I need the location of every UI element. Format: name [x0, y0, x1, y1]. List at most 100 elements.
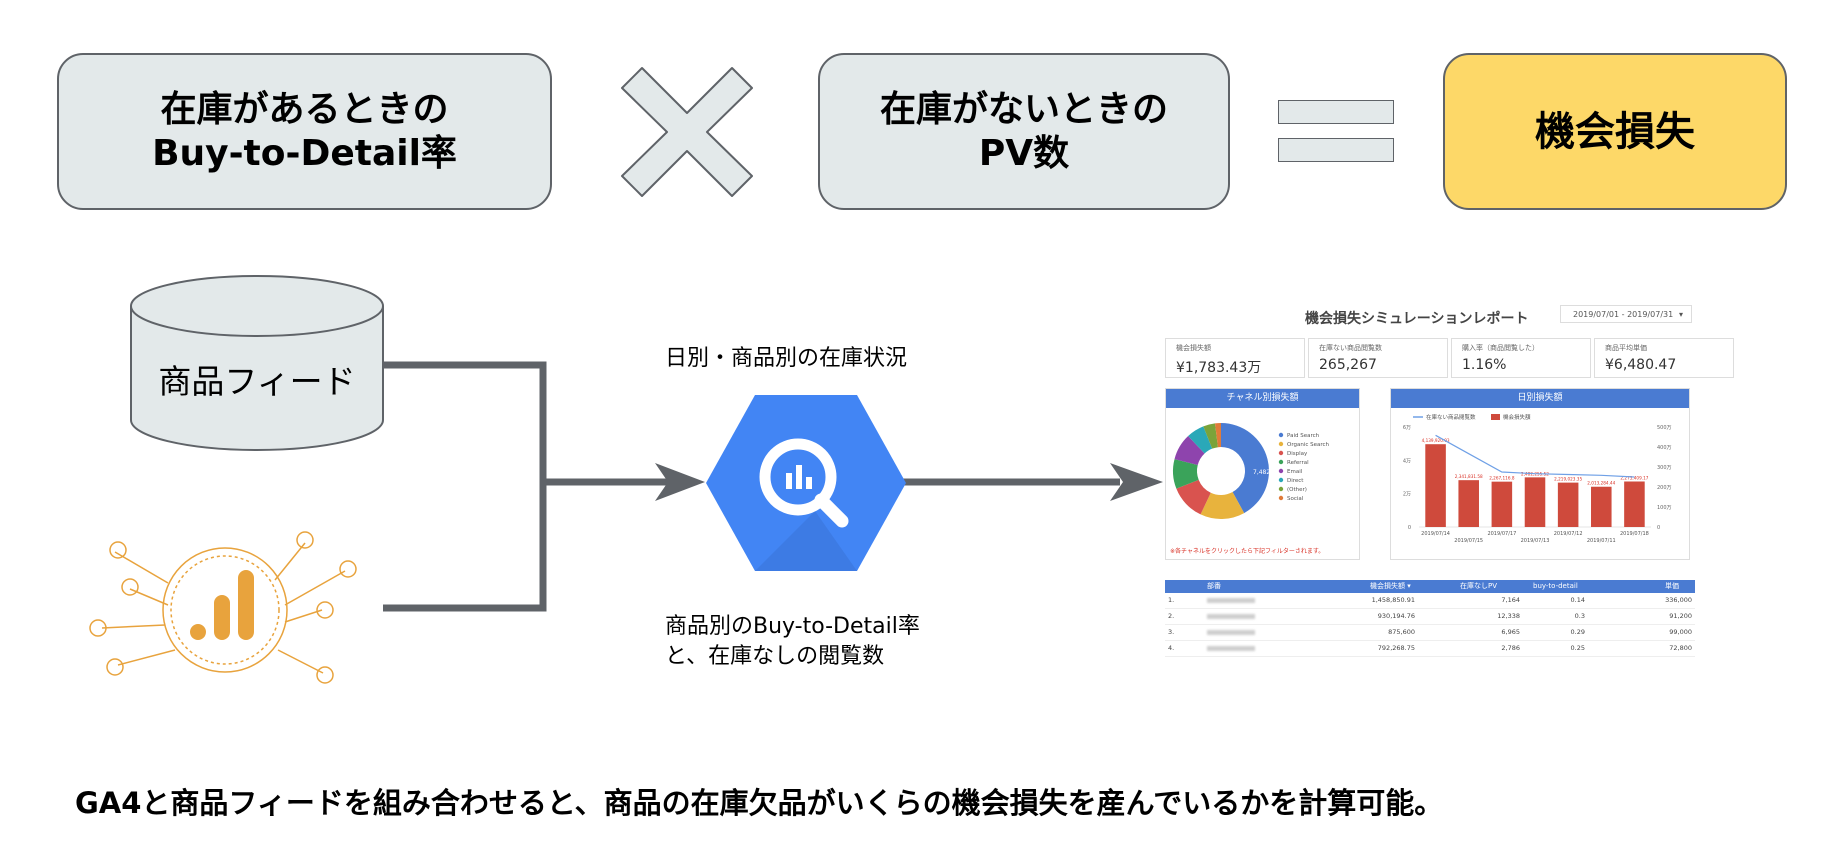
- product-loss-table: 部番 機会損失額 ▾ 在庫なしPV buy-to-detail 単価 1.1,4…: [1165, 580, 1695, 657]
- legend-swatch: [1278, 486, 1284, 492]
- y-tick-label-right: 200万: [1657, 485, 1672, 491]
- opportunity-loss-report: 機会損失シミュレーションレポート 2019/07/01 - 2019/07/31…: [1165, 300, 1734, 657]
- table-cell: 6,965: [1501, 628, 1520, 636]
- caption-line: と、在庫なしの閲覧数: [665, 644, 885, 669]
- column-header[interactable]: 部番: [1207, 582, 1221, 590]
- panel-title: チャネル別損失額: [1166, 389, 1359, 408]
- legend-swatch: [1278, 450, 1284, 456]
- date-range-selector[interactable]: 2019/07/01 - 2019/07/31 ▾: [1560, 305, 1692, 323]
- kpi-label: 機会損失額: [1176, 344, 1211, 352]
- bar: [1491, 481, 1513, 527]
- table-cell: 0.29: [1570, 628, 1585, 636]
- donut-slice[interactable]: [1176, 479, 1211, 515]
- database-cylinder-icon: [130, 275, 384, 451]
- bar: [1425, 444, 1446, 527]
- date-range-value: 2019/07/01 - 2019/07/31: [1573, 310, 1674, 319]
- y-tick-label-right: 500万: [1657, 425, 1672, 431]
- donut-slice[interactable]: [1188, 426, 1213, 454]
- table-header: 部番 機会損失額 ▾ 在庫なしPV buy-to-detail 単価: [1165, 580, 1695, 593]
- table-cell: 0.25: [1570, 644, 1585, 652]
- column-header[interactable]: buy-to-detail: [1533, 582, 1578, 590]
- column-header[interactable]: 機会損失額 ▾: [1370, 582, 1411, 590]
- formula-result-opportunity-loss: 機会損失: [1443, 53, 1787, 210]
- donut-slice[interactable]: [1203, 423, 1218, 449]
- legend-label[interactable]: Direct: [1287, 478, 1304, 484]
- formula-term-line: 在庫がないときの: [879, 88, 1168, 130]
- caption-btd-and-oos-views: 商品別のBuy-to-Detail率 と、在庫なしの閲覧数: [665, 612, 920, 672]
- bar: [1458, 480, 1479, 527]
- legend-label: 在庫ない商品閲覧数: [1426, 413, 1476, 421]
- donut-value-label: 7,482.3: [1253, 469, 1276, 476]
- table-cell: 2,786: [1501, 644, 1520, 652]
- donut-slice[interactable]: [1221, 423, 1269, 514]
- legend-swatch: [1278, 459, 1284, 465]
- kpi-value: 1.16%: [1462, 357, 1507, 373]
- y-tick-label-right: 400万: [1657, 445, 1672, 451]
- y-tick-label-left: 6万: [1403, 425, 1411, 431]
- product-feed-label: 商品フィード: [158, 362, 356, 401]
- legend-swatch: [1278, 468, 1284, 474]
- table-cell: 12,338: [1497, 612, 1520, 620]
- caption-daily-stock-status: 日別・商品別の在庫状況: [665, 346, 908, 371]
- legend-swatch: [1278, 441, 1284, 447]
- formula-term-line: PV数: [978, 132, 1070, 174]
- legend-label[interactable]: Referral: [1287, 460, 1309, 466]
- table-cell: 4.: [1168, 644, 1175, 652]
- legend-label[interactable]: Email: [1287, 469, 1303, 475]
- table-cell: 1.: [1168, 596, 1175, 604]
- table-cell: 91,200: [1669, 612, 1692, 620]
- formula-term-oos-pv: 在庫がないときの PV数: [818, 53, 1230, 210]
- formula-term-line: Buy-to-Detail率: [152, 132, 457, 174]
- arrow-head: [1110, 463, 1163, 501]
- legend-swatch: [1278, 432, 1284, 438]
- legend-label[interactable]: Social: [1287, 496, 1304, 502]
- x-tick-label: 2019/07/12: [1554, 531, 1583, 537]
- bar-value-label: 2,013,284.44: [1587, 481, 1615, 486]
- panel-title: 日別損失額: [1391, 389, 1689, 408]
- daily-loss-bar-chart: 在庫ない商品閲覧数機会損失額6万4万2万0500万400万300万200万100…: [1403, 413, 1672, 544]
- x-tick-label: 2019/07/13: [1521, 538, 1550, 544]
- table-cell: 792,268.75: [1377, 644, 1415, 652]
- kpi-label: 商品平均単価: [1605, 344, 1647, 352]
- kpi-value: ¥6,480.47: [1605, 357, 1677, 373]
- legend-bar-swatch: [1491, 414, 1500, 420]
- donut-slice[interactable]: [1174, 436, 1205, 466]
- legend-label[interactable]: Display: [1287, 451, 1308, 457]
- redacted-product-id: [1207, 598, 1255, 603]
- redacted-product-id: [1207, 614, 1255, 619]
- bar: [1557, 482, 1579, 527]
- y-tick-label-right: 100万: [1657, 505, 1672, 511]
- feed-connector: [383, 361, 547, 612]
- legend-label[interactable]: (Other): [1287, 487, 1307, 493]
- y-tick-label-left: 2万: [1403, 492, 1411, 498]
- column-header[interactable]: 単価: [1665, 582, 1679, 590]
- y-tick-label-left: 4万: [1403, 458, 1411, 464]
- donut-slice[interactable]: [1173, 459, 1199, 489]
- legend-label[interactable]: Paid Search: [1287, 433, 1320, 439]
- summary-text: GA4と商品フィードを組み合わせると、商品の在庫欠品がいくらの機会損失を産んでい…: [75, 786, 1444, 820]
- equals-sign: [1278, 100, 1394, 164]
- redacted-product-id: [1207, 646, 1255, 651]
- x-tick-label: 2019/07/11: [1587, 538, 1616, 544]
- donut-slice[interactable]: [1200, 492, 1245, 519]
- table-cell: 0.3: [1574, 612, 1585, 620]
- legend-label: 機会損失額: [1503, 413, 1531, 421]
- kpi-card: 購入率（商品閲覧した） 1.16%: [1451, 338, 1591, 378]
- report-title: 機会損失シミュレーションレポート: [1305, 311, 1529, 327]
- column-header[interactable]: 在庫なしPV: [1460, 582, 1498, 590]
- legend-swatch: [1278, 477, 1284, 483]
- x-tick-label: 2019/07/17: [1487, 531, 1516, 537]
- y-tick-label-left: 0: [1408, 525, 1411, 531]
- formula-term-instock-btd: 在庫があるときの Buy-to-Detail率: [57, 53, 552, 210]
- donut-slice[interactable]: [1214, 423, 1221, 448]
- legend-label[interactable]: Organic Search: [1287, 442, 1330, 448]
- table-cell: 3.: [1168, 628, 1175, 636]
